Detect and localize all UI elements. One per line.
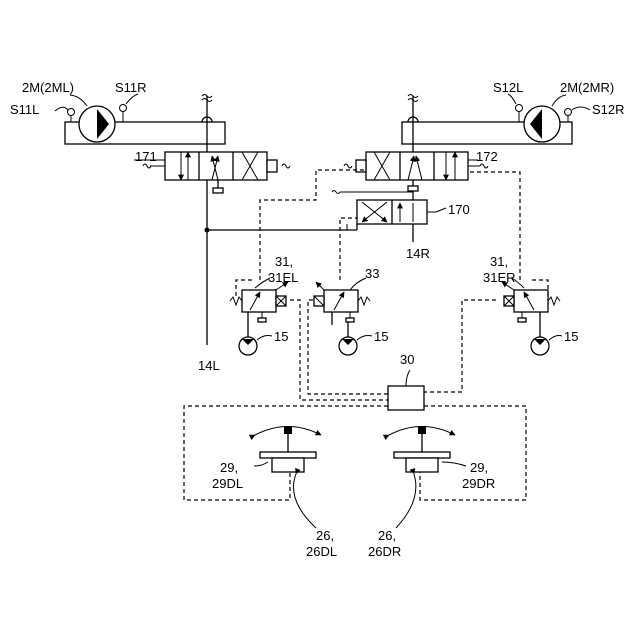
label-valve-172: 172: [476, 149, 498, 164]
valve-33: [314, 278, 370, 325]
controller-30-body: [388, 386, 424, 410]
lever-29dr: [389, 426, 466, 472]
valve-33-body: [324, 290, 358, 312]
sensor-26dl-leader: [294, 474, 317, 528]
label-lever-29dl-bot: 29DL: [212, 476, 243, 491]
sensor-s12r-icon: [565, 109, 572, 116]
lever-29dl: [254, 426, 321, 472]
pump-15-left: [239, 336, 272, 356]
valve-31er-body: [514, 290, 548, 312]
label-sensor-26dr-bot: 26DR: [368, 544, 401, 559]
valve-170: [332, 191, 446, 243]
left-motor-group: [55, 94, 225, 144]
sensor-s11r-icon: [120, 105, 127, 112]
valve-172-body: [366, 152, 468, 180]
label-controller-30: 30: [400, 352, 414, 367]
right-motor-group: [402, 94, 590, 144]
label-valve-171: 171: [135, 149, 157, 164]
controller-30: [388, 370, 424, 410]
label-pump-15-left: 15: [274, 329, 288, 344]
label-valve-31el-top: 31,: [275, 254, 293, 269]
label-sensor-26dr-top: 26,: [378, 528, 396, 543]
label-sensor-26dl-bot: 26DL: [306, 544, 337, 559]
sensor-26dr-leader: [396, 474, 416, 528]
label-lever-29dr-bot: 29DR: [462, 476, 495, 491]
label-pump-15-mid: 15: [374, 329, 388, 344]
label-valve-33: 33: [365, 266, 379, 281]
sensor-s11l-icon: [68, 109, 75, 116]
label-pump-15-right: 15: [564, 329, 578, 344]
label-lever-29dl-top: 29,: [220, 460, 238, 475]
label-valve-31el-bot: 31EL: [268, 270, 298, 285]
valve-31er: [502, 278, 560, 340]
label-line-14r: 14R: [406, 246, 430, 261]
label-valve-31er-top: 31,: [490, 254, 508, 269]
label-sensor-26dl-top: 26,: [316, 528, 334, 543]
pump-15-mid: [339, 322, 372, 355]
label-line-14l: 14L: [198, 358, 220, 373]
valve-172: [344, 95, 488, 193]
label-motor-right: 2M(2MR): [560, 80, 614, 95]
label-sensor-s12l: S12L: [493, 80, 523, 95]
label-motor-left: 2M(2ML): [22, 80, 74, 95]
label-sensor-s11l: S11L: [10, 102, 39, 117]
label-valve-170: 170: [448, 202, 470, 217]
pump-15-right: [531, 336, 562, 356]
label-valve-31er-bot: 31ER: [483, 270, 516, 285]
label-sensor-s12r: S12R: [592, 102, 625, 117]
pilot-lines: [184, 170, 526, 500]
sensor-s12l-icon: [516, 105, 523, 112]
label-sensor-s11r: S11R: [115, 80, 147, 95]
label-lever-29dr-top: 29,: [470, 460, 488, 475]
